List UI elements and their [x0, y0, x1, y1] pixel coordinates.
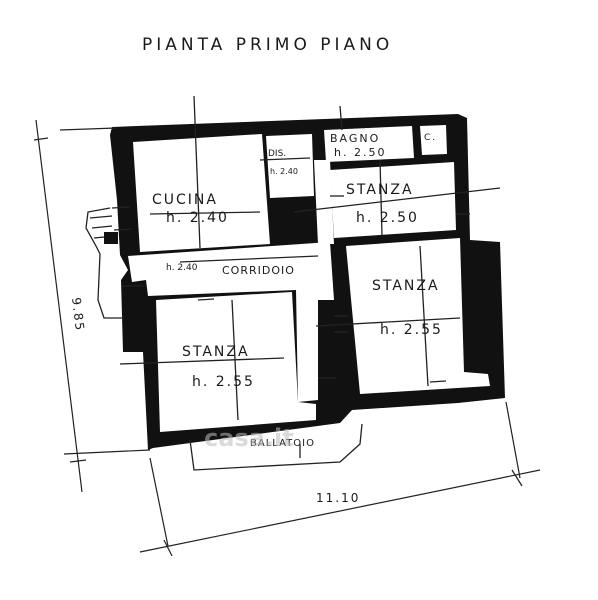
room-voids [128, 125, 490, 432]
stanza-sw-label: STANZA [182, 344, 250, 360]
dis-label: DIS. [268, 149, 286, 159]
width-label: 11.10 [316, 491, 360, 505]
corridoio-height: h. 2.40 [166, 263, 198, 273]
plan-title: PIANTA PRIMO PIANO [142, 35, 393, 55]
watermark: casa.it [204, 424, 294, 452]
dis-height: h. 2.40 [270, 167, 298, 176]
openings [111, 195, 470, 383]
bagno-label: BAGNO [330, 132, 380, 145]
balcony-bottom [189, 423, 363, 471]
corridoio-label: CORRIDOIO [222, 264, 295, 277]
small-room-label: C. [424, 133, 437, 143]
stanza-sw-height: h. 2.55 [192, 374, 255, 390]
dimension-depth: 9.85 [33, 119, 151, 493]
balcony-left [85, 207, 124, 319]
axis-lines [119, 95, 501, 421]
ballatoio-label: BALLATOIO [250, 438, 315, 449]
dimension-width: 11.10 [139, 401, 541, 557]
bagno-height: h. 2.50 [334, 146, 386, 159]
cucina-label: CUCINA [152, 192, 218, 208]
stanza-ne-label: STANZA [346, 182, 414, 198]
cucina-height: h. 2.40 [166, 210, 229, 226]
stanza-e-height: h. 2.55 [380, 322, 443, 338]
depth-label: 9.85 [69, 297, 87, 333]
stanza-ne-height: h. 2.50 [356, 210, 419, 226]
stanza-e-label: STANZA [372, 278, 440, 294]
